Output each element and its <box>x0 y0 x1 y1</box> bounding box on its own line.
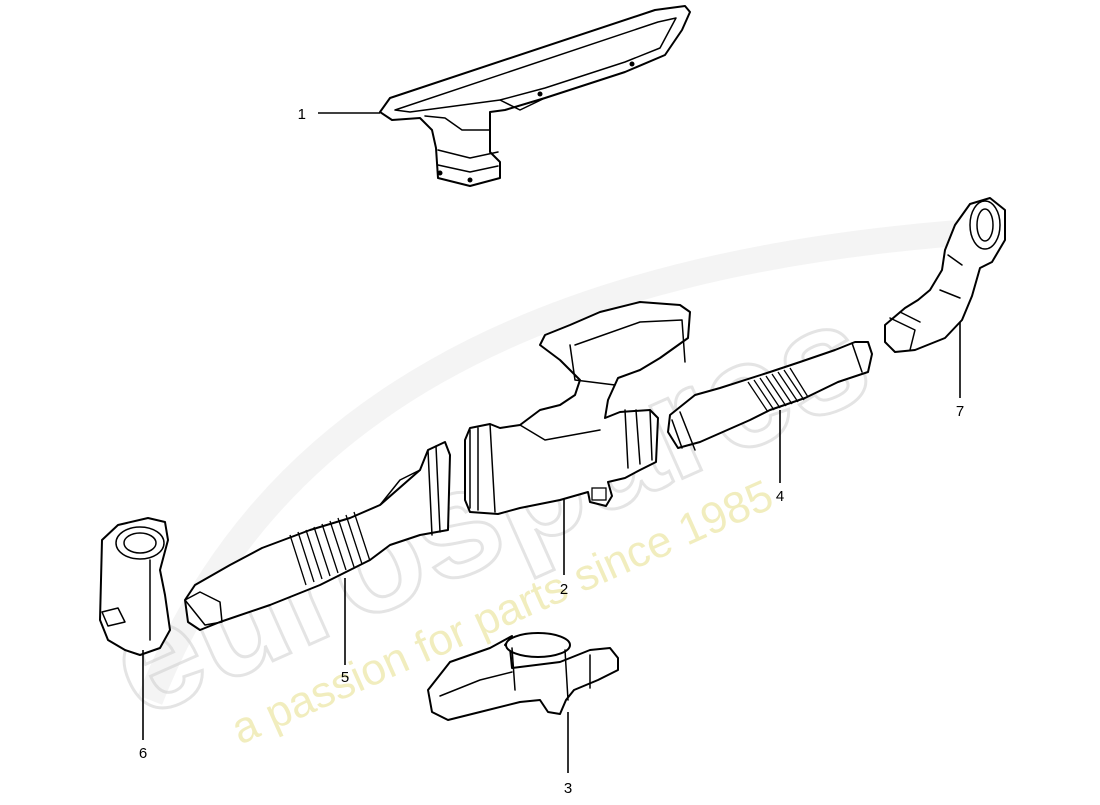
part-2-center-duct <box>464 301 691 515</box>
callout-3: 3 <box>564 780 572 797</box>
part-1-vent-frame <box>379 5 691 187</box>
callout-5: 5 <box>341 669 349 686</box>
part-5-ribbing <box>289 511 371 586</box>
part-3-lower-duct <box>427 632 619 721</box>
callout-1: 1 <box>298 106 306 123</box>
callout-2: 2 <box>560 581 568 598</box>
callout-6: 6 <box>139 745 147 762</box>
callout-7: 7 <box>956 403 964 420</box>
leader-lines <box>142 112 961 773</box>
callout-4: 4 <box>776 488 784 505</box>
part-4-ribbing <box>747 367 809 413</box>
part-7-right-nozzle <box>884 197 1006 353</box>
part-6-left-nozzle <box>99 517 171 656</box>
part-4-right-hose <box>667 341 873 451</box>
callout-labels: 1 2 3 4 5 6 7 <box>139 106 964 797</box>
part-5-left-duct <box>184 441 451 631</box>
